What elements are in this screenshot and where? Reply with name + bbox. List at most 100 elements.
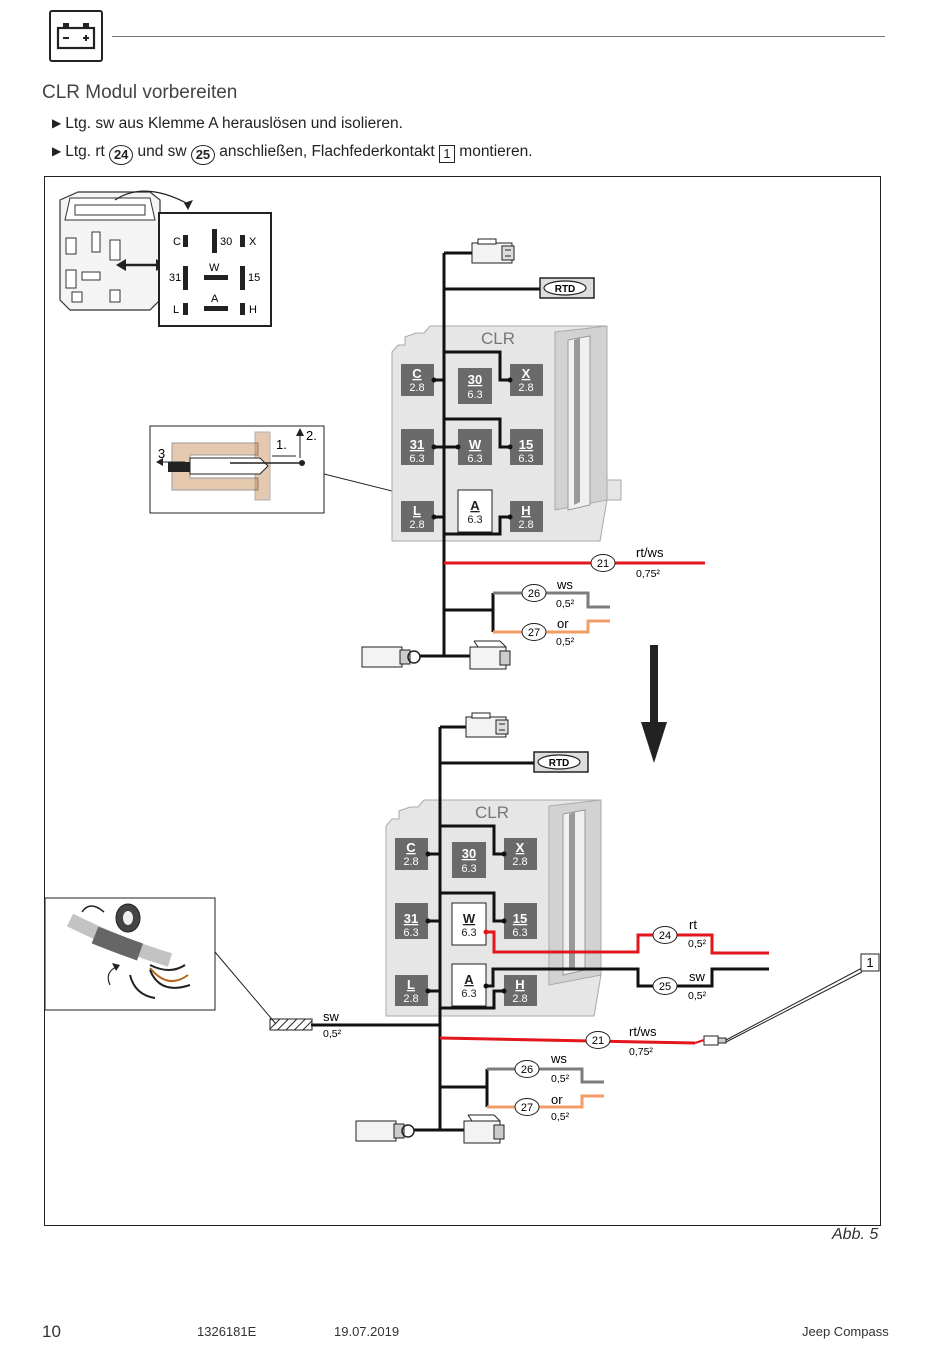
pin-31-size-after: 6.3 [403, 927, 418, 939]
wire-24-num: 24 [659, 930, 671, 942]
figure-frame [44, 176, 881, 1226]
wire-24: 24 rt 0,5² [652, 917, 707, 950]
wire-27-bottom: 27 or 0,5² [514, 1092, 570, 1123]
pin-w: W 6.3 [458, 429, 492, 465]
pin-l-name-after: L [407, 977, 415, 992]
step-1-text: Ltg. sw aus Klemme A herauslösen und iso… [65, 115, 403, 132]
pin-30-after: 30 6.3 [452, 842, 486, 878]
pin-h-size: 2.8 [518, 519, 533, 531]
pin-x-size-after: 2.8 [512, 856, 527, 868]
pin-a-size-after: 6.3 [461, 988, 476, 1000]
wire-26-size-top: 0,5² [556, 598, 575, 610]
wire-27-color-top: or [557, 616, 569, 631]
wire-21-num-bottom: 21 [592, 1035, 604, 1047]
pinout-30: 30 [220, 236, 232, 248]
wire-26-color-top: ws [556, 577, 573, 592]
pin-31: 31 6.3 [401, 429, 434, 465]
wire-number-24: 24 [109, 145, 134, 165]
pin-15-size: 6.3 [518, 453, 533, 465]
pin-w-name-after: W [463, 911, 476, 926]
wire-21-size-top: 0,75² [636, 568, 660, 580]
pin-l-size: 2.8 [409, 519, 424, 531]
rtd-label-bottom: RTD [549, 758, 570, 769]
pin-c-size-after: 2.8 [403, 856, 418, 868]
pin-c-name: C [412, 366, 422, 381]
wire-21-bottom: 21 rt/ws 0,75² [585, 1024, 657, 1058]
pin-h-after: H 2.8 [504, 975, 537, 1006]
wire-21-num-top: 21 [597, 558, 609, 570]
pin-15-size-after: 6.3 [512, 927, 527, 939]
pin-30: 30 6.3 [458, 368, 492, 404]
wire-27-num-bottom: 27 [521, 1102, 533, 1114]
pin-30-name-after: 30 [462, 846, 476, 861]
detail-step-3: 3 [158, 446, 165, 461]
battery-icon [56, 23, 96, 50]
flat-spring-contact [694, 967, 863, 1046]
pin-a-name-after: A [464, 972, 474, 987]
page-number: 10 [42, 1322, 61, 1341]
down-arrow [641, 645, 667, 763]
sw-wire-size: 0,5² [323, 1028, 342, 1040]
wire-26-num-top: 26 [528, 588, 540, 600]
step-1: ▶Ltg. sw aus Klemme A herauslösen und is… [52, 115, 403, 133]
wire-24-color: rt [689, 917, 697, 932]
pin-h: H 2.8 [510, 501, 543, 532]
pin-30-size-after: 6.3 [461, 863, 476, 875]
pinout-box: C 30 X 31 W 15 L A H [158, 212, 272, 327]
pin-h-name-after: H [515, 977, 524, 992]
pin-w-after: W 6.3 [451, 902, 487, 946]
pin-c: C 2.8 [401, 364, 434, 396]
ring-connector-after [355, 1120, 415, 1142]
detail-step-1: 1. [276, 437, 287, 452]
pin-c-after: C 2.8 [395, 838, 428, 870]
step-2: ▶Ltg. rt 24 und sw 25 anschließen, Flach… [52, 143, 533, 165]
step-2-text-b: und sw [137, 143, 187, 160]
pin-w-size-after: 6.3 [461, 927, 476, 939]
wire-27-top: 27 or 0,5² [521, 616, 575, 648]
pinout-x: X [249, 236, 257, 248]
bullet-triangle-icon: ▶ [52, 144, 62, 158]
pin-l: L 2.8 [401, 501, 434, 532]
wire-number-25: 25 [190, 145, 215, 165]
part-label-1-text: 1 [866, 955, 873, 970]
wire-21-size-bottom: 0,75² [629, 1046, 653, 1058]
wire-26-top: 26 ws 0,5² [521, 577, 575, 610]
wire-26-size-bottom: 0,5² [551, 1073, 570, 1085]
wire-26-color-bottom: ws [550, 1051, 567, 1066]
wire-21-color-top: rt/ws [636, 545, 664, 560]
pin-a-size: 6.3 [467, 514, 482, 526]
step-2-text-c: anschließen, Flachfederkontakt [219, 143, 435, 160]
pin-31-name-after: 31 [404, 911, 418, 926]
terminal-release-detail: 1. 2. 3 [149, 425, 461, 514]
pin-x: X 2.8 [510, 364, 543, 396]
wire-24-size: 0,5² [688, 938, 707, 950]
pin-30-name: 30 [468, 372, 482, 387]
pinout-h: H [249, 304, 257, 316]
clr-module-after: CLR C 2.8 30 6.3 X 2.8 31 6.3 W 6.3 [269, 712, 880, 1144]
relay-socket-illustration [59, 190, 193, 311]
clr-module-before: CLR C 2.8 30 6.3 X 2.8 31 6.3 W 6.3 [361, 238, 705, 670]
ring-connector [361, 646, 421, 668]
pinout-a: A [211, 293, 219, 305]
pin-x-name: X [522, 366, 531, 381]
pin-h-size-after: 2.8 [512, 993, 527, 1005]
tape-wrap-detail [44, 897, 277, 1025]
wire-27-color-bottom: or [551, 1092, 563, 1107]
pinout-15: 15 [248, 272, 260, 284]
module-label-after: CLR [475, 803, 509, 822]
pin-l-after: L 2.8 [395, 975, 428, 1006]
part-number-1: 1 [438, 145, 455, 163]
pin-15-name-after: 15 [513, 911, 527, 926]
header-rule [112, 36, 885, 37]
pin-x-name-after: X [516, 840, 525, 855]
figure-caption: Abb. 5 [832, 1226, 879, 1243]
pin-15: 15 6.3 [510, 429, 543, 465]
wire-27-size-bottom: 0,5² [551, 1111, 570, 1123]
step-2-text-d: montieren. [459, 143, 533, 160]
wire-27-size-top: 0,5² [556, 636, 575, 648]
pin-x-after: X 2.8 [504, 838, 537, 870]
wire-25-size: 0,5² [688, 990, 707, 1002]
wire-21-color-bottom: rt/ws [629, 1024, 657, 1039]
pin-31-size: 6.3 [409, 453, 424, 465]
vehicle-model: Jeep Compass [802, 1324, 889, 1339]
